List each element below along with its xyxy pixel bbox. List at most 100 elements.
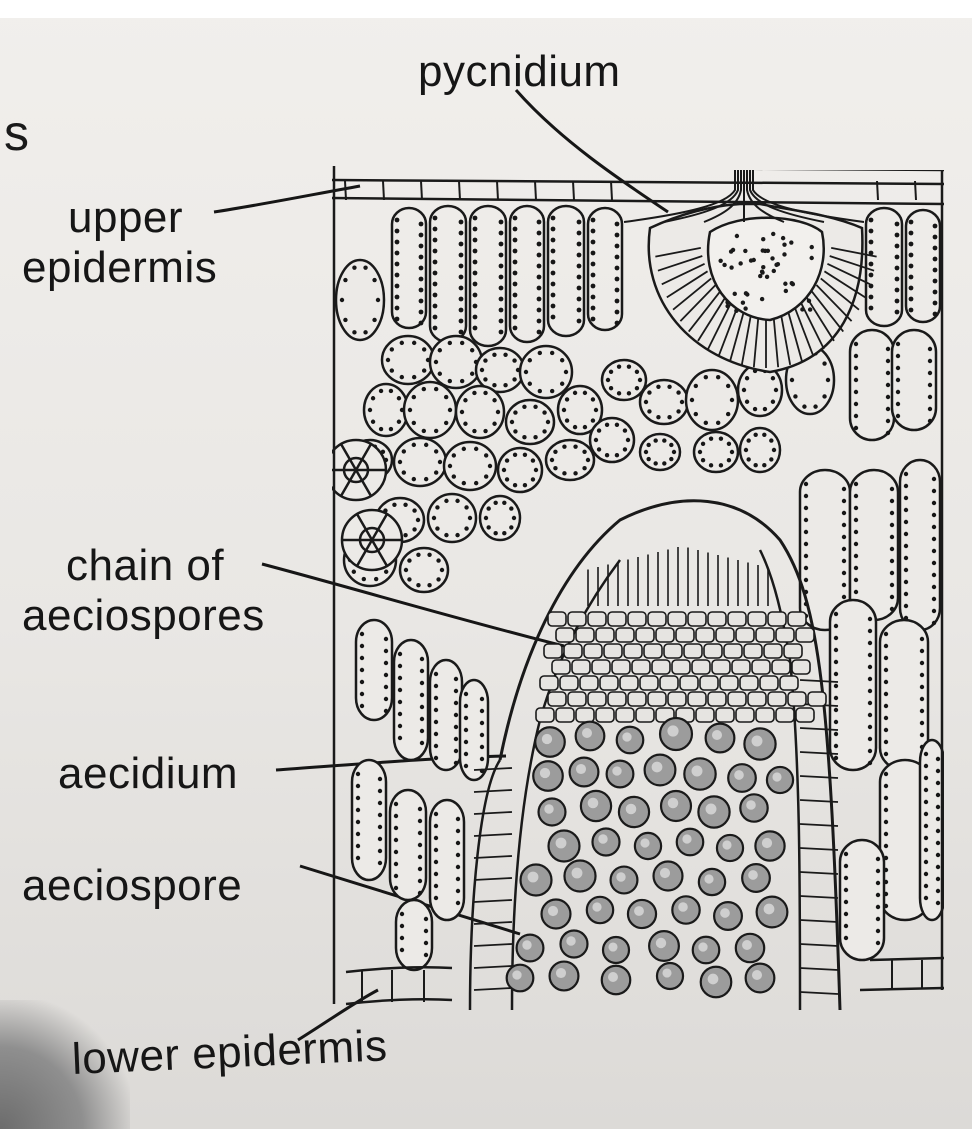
peridial-cell-wall <box>800 896 838 898</box>
chloroplast <box>886 347 890 351</box>
chloroplast <box>615 453 619 457</box>
aeciospore-in-chain <box>692 660 710 674</box>
chloroplast <box>434 812 438 816</box>
chloroplast <box>560 382 564 386</box>
chloroplast <box>537 231 542 236</box>
chloroplast <box>583 425 587 429</box>
chloroplast <box>463 398 467 402</box>
chloroplast <box>623 428 627 432</box>
chloroplast <box>869 295 874 300</box>
chloroplast <box>448 408 452 412</box>
chloroplast <box>395 262 400 267</box>
chloroplast <box>876 905 880 909</box>
chloroplast <box>834 660 838 664</box>
aeciospore-chains <box>536 547 826 722</box>
aeciospore-in-chain <box>808 692 826 706</box>
chloroplast <box>924 764 928 768</box>
chloroplast <box>933 301 938 306</box>
chloroplast <box>537 275 542 280</box>
aeciospore-highlight <box>572 868 583 879</box>
chloroplast <box>615 255 620 260</box>
chloroplast <box>615 222 620 227</box>
chloroplast <box>434 884 438 888</box>
chloroplast <box>454 725 458 729</box>
chloroplast <box>746 457 750 461</box>
chloroplast <box>464 728 468 732</box>
pycnidiospore <box>725 304 729 308</box>
aeciospore-in-chain <box>572 660 590 674</box>
chloroplast <box>904 604 908 608</box>
aeciospore-in-chain <box>732 660 750 674</box>
chloroplast <box>854 390 858 394</box>
chloroplast <box>932 501 936 505</box>
chloroplast <box>434 684 438 688</box>
aeciospore-in-chain <box>752 660 770 674</box>
chloroplast <box>433 227 438 232</box>
chloroplast <box>502 468 506 472</box>
aeciospore-highlight <box>752 736 763 747</box>
aeciospore-highlight <box>742 940 752 950</box>
chloroplast <box>412 375 416 379</box>
pycnidiospore <box>776 262 780 266</box>
aeciospore-in-chain <box>696 708 714 722</box>
chloroplast <box>416 553 420 557</box>
aeciospore-in-chain <box>560 676 578 690</box>
chloroplast <box>884 808 888 812</box>
chloroplast <box>419 299 424 304</box>
aeciospore-in-chain <box>632 660 650 674</box>
chloroplast <box>455 533 459 537</box>
chloroplast <box>398 736 402 740</box>
chloroplast <box>895 277 900 282</box>
chloroplast <box>890 523 894 527</box>
peridial-cell-wall <box>474 988 512 990</box>
chloroplast <box>605 423 609 427</box>
chloroplast <box>834 684 838 688</box>
chloroplast <box>550 458 554 462</box>
chloroplast <box>483 377 487 381</box>
chloroplast <box>384 709 388 713</box>
chloroplast <box>513 260 518 265</box>
chloroplast <box>896 366 900 370</box>
chloroplast <box>398 712 402 716</box>
chloroplast <box>886 371 890 375</box>
chloroplast <box>886 359 890 363</box>
chloroplast <box>884 820 888 824</box>
chloroplast <box>480 368 484 372</box>
aeciospore-in-chain <box>756 628 774 642</box>
chloroplast <box>505 458 509 462</box>
pycnidiospore <box>760 297 764 301</box>
aeciospore-highlight <box>682 834 691 843</box>
chloroplast <box>412 508 416 512</box>
chloroplast <box>890 607 894 611</box>
aeciospore-in-chain <box>576 628 594 642</box>
chloroplast <box>615 233 620 238</box>
pycnidiospore <box>770 256 774 260</box>
pycnidiospore <box>765 275 769 279</box>
chloroplast <box>565 397 569 401</box>
chloroplast <box>844 888 848 892</box>
chloroplast <box>433 271 438 276</box>
chloroplast <box>854 354 858 358</box>
aeciospore-in-chain <box>544 644 562 658</box>
chloroplast <box>492 383 496 387</box>
chloroplast <box>615 244 620 249</box>
chloroplast <box>635 370 639 374</box>
chloroplast <box>605 453 609 457</box>
chloroplast <box>822 394 826 398</box>
chloroplast <box>884 656 888 660</box>
chloroplast <box>615 310 620 315</box>
chloroplast <box>432 516 436 520</box>
chloroplast <box>419 233 424 238</box>
chloroplast <box>513 410 517 414</box>
chloroplast <box>615 299 620 304</box>
chloroplast <box>486 506 490 510</box>
aeciospore-in-chain <box>668 692 686 706</box>
chloroplast <box>753 463 757 467</box>
chloroplast <box>473 249 478 254</box>
aeciospore-in-chain <box>676 628 694 642</box>
aeciospore-in-chain <box>776 628 794 642</box>
chloroplast <box>433 249 438 254</box>
aeciospore-highlight <box>626 804 637 815</box>
chloroplast <box>564 370 568 374</box>
chloroplast <box>854 506 858 510</box>
